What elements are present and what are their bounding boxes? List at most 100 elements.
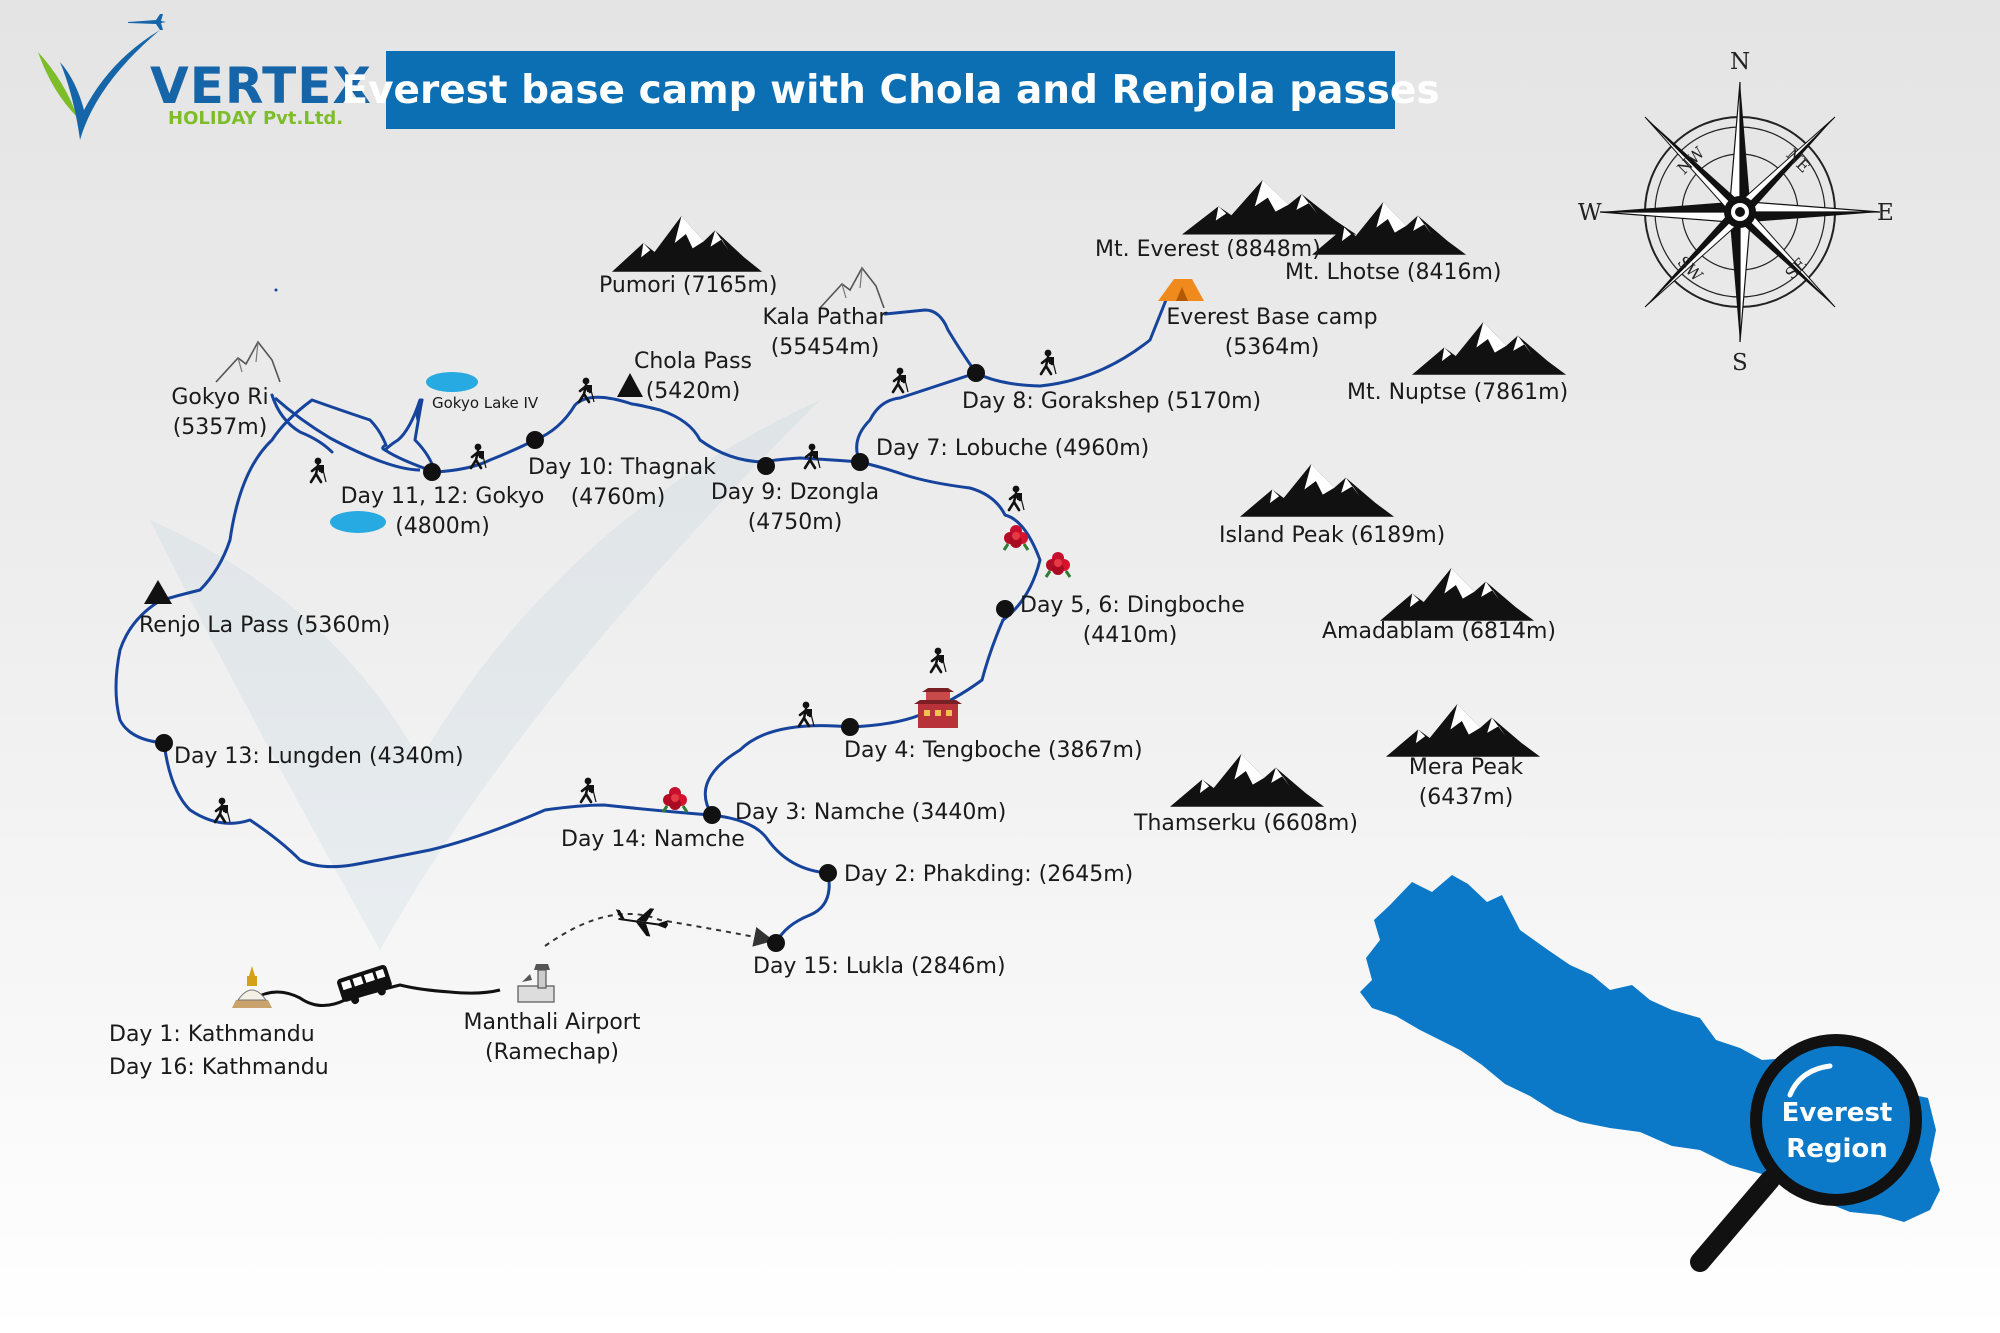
vertex-logo-icon (38, 30, 160, 140)
inset-region-line2: Region (1786, 1134, 1888, 1164)
stop-dot-day10 (526, 431, 544, 449)
stop-label-day56-alt: (4410m) (1082, 623, 1178, 648)
pass-triangle-icon (617, 373, 643, 397)
landmark-label-kala-pathar-name: Kala Pathar (762, 305, 888, 330)
tent-icon (1158, 279, 1204, 301)
landmark-label-ebc-alt: (5364m) (1224, 335, 1320, 360)
stop-label-day3: Day 3: Namche (3440m) (735, 800, 1007, 825)
pass-label-renjo: Renjo La Pass (5360m) (139, 613, 391, 638)
landmark-label-kala-pathar-alt: (55454m) (770, 335, 880, 360)
mountain-icon (1240, 464, 1395, 517)
peak-label-nuptse: Mt. Nuptse (7861m) (1347, 380, 1569, 405)
mountain-icon (1170, 754, 1325, 807)
stupa-icon (232, 966, 272, 1008)
mountain-icon (1386, 704, 1541, 757)
mountain-icon (1182, 180, 1357, 235)
stop-label-day10-alt: (4760m) (570, 485, 666, 510)
stop-label-day56: Day 5, 6: Dingboche (4410m) (1020, 591, 1245, 651)
hiker-icon (309, 456, 328, 484)
mountain-icon (1412, 322, 1567, 375)
hiker-icon (1039, 348, 1058, 376)
hiker-icon (797, 700, 816, 728)
stop-label-day8: Day 8: Gorakshep (5170m) (962, 389, 1262, 414)
stop-dot-day8 (967, 364, 985, 382)
monastery-icon (914, 688, 962, 728)
stop-label-day16: Day 16: Kathmandu (109, 1055, 329, 1080)
stop-label-day9: Day 9: Dzongla (4750m) (710, 478, 880, 538)
stop-label-day1112-alt: (4800m) (395, 514, 490, 539)
compass-east-label: E (1877, 200, 1894, 226)
mountain-icon (1380, 568, 1535, 621)
lake-label-gokyo: Gokyo Lake IV (432, 394, 539, 412)
stop-label-day13: Day 13: Lungden (4340m) (174, 744, 464, 769)
stop-label-day2: Day 2: Phakding: (2645m) (844, 862, 1134, 887)
stop-label-day4: Day 4: Tengboche (3867m) (844, 738, 1143, 763)
landmark-label-ebc: Everest Base camp (5364m) (1162, 303, 1382, 363)
stop-label-day1112: Day 11, 12: Gokyo (4800m) (340, 482, 545, 542)
pass-triangle-icon (144, 580, 172, 604)
lake-icon (330, 511, 386, 533)
stop-label-day10-name: Day 10: Thagnak (528, 455, 716, 480)
stop-dot-day1112 (423, 463, 441, 481)
brand-tagline: HOLIDAY Pvt.Ltd. (168, 108, 344, 129)
airport-tower-icon (517, 964, 555, 1003)
inset-region-label: Everest Region (1762, 1095, 1912, 1167)
stop-label-day15: Day 15: Lukla (2846m) (753, 954, 1006, 979)
stop-dot-day15 (767, 934, 785, 952)
stop-dot-day4 (841, 718, 859, 736)
brand-name: VERTEX (150, 57, 372, 115)
mountain-icon (819, 267, 885, 309)
pass-label-chola-name: Chola Pass (633, 349, 753, 374)
stop-label-manthali-name: Manthali Airport (463, 1010, 641, 1035)
landmark-label-gokyo-ri: Gokyo Ri (5357m) (160, 383, 280, 443)
flight-path (544, 913, 774, 947)
peak-label-lhotse: Mt. Lhotse (8416m) (1285, 260, 1502, 285)
hiker-icon (213, 796, 232, 824)
stop-label-day14: Day 14: Namche (561, 827, 745, 852)
peak-label-island: Island Peak (6189m) (1219, 523, 1446, 548)
stop-label-manthali-sub: (Ramechap) (485, 1040, 619, 1065)
peak-label-mera-alt: (6437m) (1418, 785, 1514, 810)
stop-dot-day13 (155, 734, 173, 752)
stop-label-day1112-name: Day 11, 12: Gokyo (340, 484, 545, 509)
landmark-label-gokyo-ri-alt: (5357m) (172, 415, 268, 440)
compass-south-label: S (1732, 350, 1748, 376)
stop-label-day1: Day 1: Kathmandu (109, 1022, 315, 1047)
rhododendron-icon (1044, 550, 1072, 579)
inset-region-line1: Everest (1781, 1098, 1893, 1128)
peak-label-mera: Mera Peak (6437m) (1386, 753, 1546, 813)
stop-label-day9-name: Day 9: Dzongla (710, 480, 880, 505)
page-title: Everest base camp with Chola and Renjola… (341, 67, 1440, 113)
stop-label-day56-name: Day 5, 6: Dingboche (1020, 593, 1245, 618)
stop-dot-day56 (996, 600, 1014, 618)
peak-label-amadablam: Amadablam (6814m) (1322, 619, 1556, 644)
hiker-icon (891, 366, 910, 394)
peak-label-thamserku: Thamserku (6608m) (1134, 811, 1358, 836)
hiker-icon (929, 646, 948, 674)
stop-label-day7: Day 7: Lobuche (4960m) (876, 436, 1150, 461)
rhododendron-icon (661, 785, 689, 814)
stop-label-day10: Day 10: Thagnak (4760m) (528, 453, 716, 513)
landmark-label-ebc-name: Everest Base camp (1166, 305, 1378, 330)
watermark-logo (150, 400, 820, 950)
pass-label-chola: Chola Pass (5420m) (628, 347, 758, 407)
stop-dot-day3 (703, 806, 721, 824)
hiker-icon (1007, 484, 1026, 512)
landmark-label-kala-pathar: Kala Pathar (55454m) (760, 303, 890, 363)
stop-dot-day2 (819, 864, 837, 882)
stop-markers (155, 364, 1014, 952)
mountain-icon (612, 216, 763, 272)
stop-label-day9-alt: (4750m) (747, 510, 843, 535)
plane-icon (128, 14, 166, 30)
hiker-icon (803, 442, 822, 470)
bus-icon (337, 964, 392, 1005)
peak-label-everest: Mt. Everest (8848m) (1095, 237, 1321, 262)
peak-label-mera-name: Mera Peak (1408, 755, 1524, 780)
compass-west-label: W (1578, 200, 1602, 226)
pass-label-chola-alt: (5420m) (645, 379, 741, 404)
stop-dot-day7 (851, 453, 869, 471)
title-banner: Everest base camp with Chola and Renjola… (341, 51, 1440, 129)
stop-dot-day9 (757, 457, 775, 475)
